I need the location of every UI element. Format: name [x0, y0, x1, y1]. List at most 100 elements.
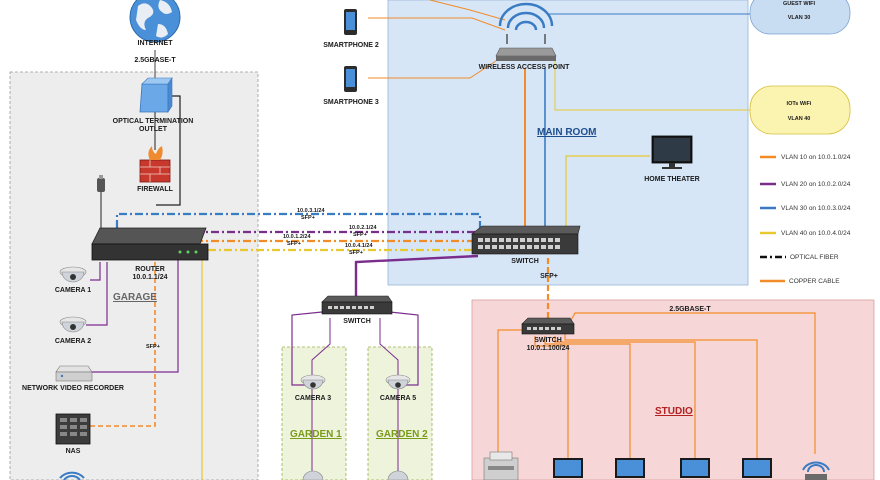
studio-switch-label-2: 10.0.1.100/24	[527, 345, 570, 352]
trunk-vlan30-ip: 10.0.3.1/24	[297, 208, 325, 214]
camera5-label: CAMERA 5	[380, 395, 416, 402]
wap-label: WIRELESS ACCESS POINT	[479, 64, 570, 71]
main-room-zone-label: MAIN ROOM	[537, 127, 596, 138]
studio-switch-label-1: SWITCH	[534, 337, 562, 344]
cable-wap-iot	[554, 56, 750, 111]
camera-icon	[385, 374, 411, 390]
garden1-zone-label: GARDEN 1	[290, 429, 342, 440]
garden-switch-icon	[321, 295, 393, 315]
studio-zone-label: STUDIO	[655, 406, 693, 417]
trunk-vlan30	[115, 212, 482, 228]
cable-router-cam2	[86, 262, 108, 326]
wireless-access-point-icon	[495, 2, 557, 61]
legend-label: VLAN 30 on 10.0.3.0/24	[781, 205, 851, 212]
main-sfp-label: SFP+	[540, 273, 558, 280]
cable-wap-top	[429, 0, 506, 21]
nas-icon	[55, 413, 91, 445]
fiber-router-nas	[90, 262, 156, 427]
garage-zone-label: GARAGE	[113, 292, 157, 303]
main-switch-label: SWITCH	[511, 258, 539, 265]
cable-studio-printer	[497, 329, 522, 460]
uplink-label: 2.5GBASE-T	[134, 57, 176, 64]
trunk-vlan20-ip: 10.0.2.1/24	[349, 225, 377, 231]
router-label-2: 10.0.1.1/24	[132, 274, 167, 281]
legend-item-vlan10: VLAN 10 on 10.0.1.0/24	[760, 154, 851, 161]
legend-item-optical-fiber: OPTICAL FIBER	[760, 254, 839, 261]
smartphone-icon	[344, 66, 357, 92]
cable-router-cam1	[90, 262, 101, 281]
firewall-label: FIREWALL	[137, 186, 173, 193]
garden1-zone	[281, 346, 347, 480]
cable-garden-cam3	[291, 311, 323, 386]
garden-switch-label: SWITCH	[343, 318, 371, 325]
smartphone3-label: SMARTPHONE 3	[323, 99, 379, 106]
camera-icon	[300, 374, 326, 390]
laptop-icon	[680, 458, 710, 478]
garage-zone	[9, 71, 259, 480]
studio-uplink-label: 2.5GBASE-T	[669, 306, 711, 313]
trunk-vlan30-sfp: SFP+	[301, 215, 315, 221]
legend-item-vlan40: VLAN 40 on 10.0.4.0/24	[760, 230, 851, 237]
ont-icon	[139, 77, 173, 113]
trunk-vlan40-ip: 10.0.4.1/24	[345, 243, 373, 249]
router-icon	[91, 227, 209, 261]
firewall-icon	[139, 146, 171, 183]
iot-wifi-label-1: IOTs WiFi	[787, 101, 812, 107]
cable-studio-uplink	[569, 312, 816, 454]
cable-garden-down2	[379, 318, 399, 480]
cable-main-garden	[354, 254, 479, 298]
camera2-label: CAMERA 2	[55, 338, 91, 345]
trunk-vlan20-sfp: SFP+	[353, 232, 367, 238]
nas-label: NAS	[66, 448, 81, 455]
trunk-vlan40-sfp: SFP+	[349, 250, 363, 256]
legend-item-copper-cable: COPPER CABLE	[760, 278, 840, 285]
camera-icon	[387, 470, 409, 480]
globe-icon	[129, 0, 181, 43]
dongle-icon	[97, 175, 105, 192]
cable-ont-firewall-router	[156, 95, 181, 206]
camera3-label: CAMERA 3	[295, 395, 331, 402]
nvr-icon	[55, 365, 93, 382]
router-label-1: ROUTER	[135, 266, 165, 273]
camera1-label: CAMERA 1	[55, 287, 91, 294]
cable-wap-phone2	[368, 17, 506, 31]
cable-studio-laptop3	[554, 336, 696, 460]
trunk-vlan10-ip: 10.0.1.2/24	[283, 234, 311, 240]
smartphone-icon	[344, 9, 357, 35]
studio-switch-icon	[521, 317, 575, 335]
legend-label: VLAN 10 on 10.0.1.0/24	[781, 154, 851, 161]
garden2-zone	[367, 346, 433, 480]
garage-sfp-label: SFP+	[146, 344, 160, 350]
printer-icon	[483, 451, 519, 480]
main-switch-icon	[471, 225, 581, 255]
legend-label: VLAN 40 on 10.0.4.0/24	[781, 230, 851, 237]
legend-label: OPTICAL FIBER	[790, 254, 839, 261]
legend-label: COPPER CABLE	[789, 278, 840, 285]
legend-item-vlan20: VLAN 20 on 10.0.2.0/24	[760, 181, 851, 188]
internet-label: INTERNET	[138, 40, 174, 47]
cable-studio-laptop4	[564, 334, 758, 460]
ont-label-2: OUTLET	[139, 126, 168, 133]
cable-garden-cam5	[389, 311, 419, 386]
guest-wifi-label-1: GUEST WIFI	[783, 1, 816, 7]
cable-garden-down1	[311, 318, 331, 480]
cable-studio-laptop2	[544, 336, 631, 460]
cable-wap-phone3	[368, 54, 506, 79]
cable-switch-theater	[565, 155, 650, 226]
nvr-label: NETWORK VIDEO RECORDER	[22, 385, 124, 392]
cable-router-nvr	[92, 258, 179, 373]
iot-wifi-cloud	[749, 85, 851, 135]
iot-wifi-label-2: VLAN 40	[788, 116, 811, 122]
legend-label: VLAN 20 on 10.0.2.0/24	[781, 181, 851, 188]
ont-label-1: OPTICAL TERMINATION	[113, 118, 194, 125]
cable-studio-laptop1	[534, 336, 569, 460]
camera-icon	[59, 316, 87, 333]
home-theater-label: HOME THEATER	[644, 176, 699, 183]
camera-icon	[302, 470, 324, 480]
legend-item-vlan30: VLAN 30 on 10.0.3.0/24	[760, 205, 851, 212]
guest-wifi-cloud	[749, 0, 851, 35]
wifi-icon	[802, 461, 830, 480]
laptop-icon	[553, 458, 583, 478]
